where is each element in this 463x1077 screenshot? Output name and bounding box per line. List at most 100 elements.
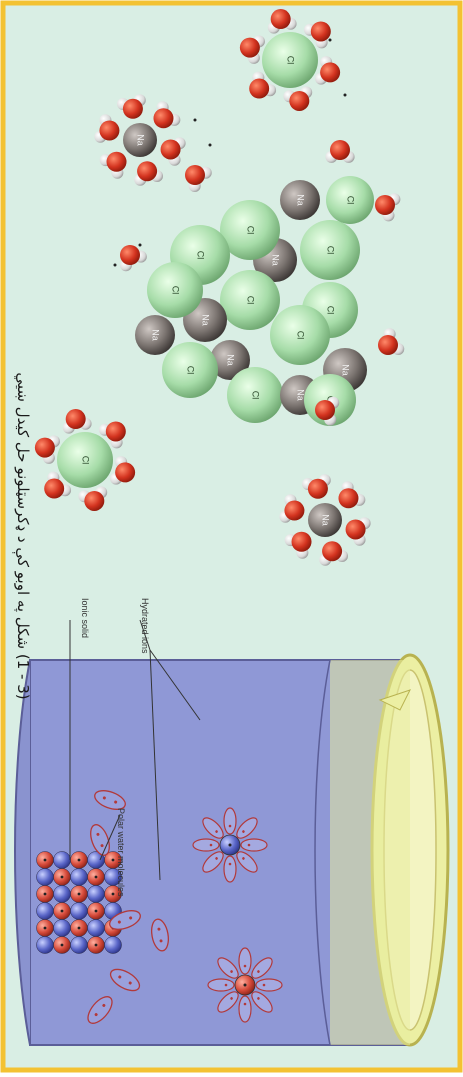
water-molecule xyxy=(338,481,366,509)
ion-label: Cl xyxy=(246,296,256,305)
water-molecule xyxy=(78,486,108,511)
polar-water-molecule xyxy=(94,790,126,810)
water-molecule xyxy=(134,161,164,186)
ion-label: Cl xyxy=(246,226,256,235)
oxygen-atom xyxy=(120,245,140,265)
ion-label: Na xyxy=(321,514,331,526)
water-molecule xyxy=(62,409,92,434)
water-molecule xyxy=(284,531,312,559)
lattice-chloride xyxy=(53,851,71,869)
oxygen-atom xyxy=(270,9,291,30)
lattice-chloride xyxy=(70,868,88,886)
water-molecule xyxy=(153,101,181,129)
ion-label: Cl xyxy=(186,366,196,375)
water-molecule xyxy=(301,474,331,499)
water-molecule xyxy=(99,151,127,179)
polar-water-molecule xyxy=(109,910,141,930)
oxygen-atom xyxy=(307,478,328,499)
oxygen-atom xyxy=(289,90,310,111)
ion-label: Na xyxy=(136,134,146,146)
chloride-ion: Cl xyxy=(220,270,280,330)
water-molecule xyxy=(315,56,341,85)
dipole-dot xyxy=(208,143,212,147)
leader-lines xyxy=(69,619,201,881)
oxygen-atom xyxy=(239,37,260,58)
water-molecule xyxy=(34,435,60,464)
hydrated-sodium: Na xyxy=(94,94,186,186)
water-molecule xyxy=(267,9,297,34)
free-water-molecule xyxy=(378,328,405,356)
lattice-chloride xyxy=(87,885,105,903)
water-molecule xyxy=(110,456,136,485)
oxygen-atom xyxy=(378,335,398,355)
lattice-chloride xyxy=(87,919,105,937)
hydrated-chloride-beaker xyxy=(192,807,268,883)
water-molecule xyxy=(94,114,120,143)
oxygen-atom xyxy=(34,437,55,458)
water-molecule xyxy=(98,421,126,449)
ion-label: Cl xyxy=(196,251,206,260)
label-polar-water-molecules: Polar water molecules xyxy=(116,808,126,897)
water-molecule xyxy=(283,86,313,111)
free-water-molecule xyxy=(375,193,401,222)
oxygen-atom xyxy=(338,488,359,509)
lattice-chloride xyxy=(70,902,88,920)
polar-water-molecule xyxy=(90,824,110,856)
label-ionic-solid: Ionic solid xyxy=(80,598,90,638)
ion-label: Cl xyxy=(171,286,181,295)
oxygen-atom xyxy=(99,120,120,141)
lattice-chloride xyxy=(53,919,71,937)
water-molecule xyxy=(303,21,331,49)
oxygen-atom xyxy=(284,500,305,521)
chloride-ion: Cl xyxy=(162,342,218,398)
polar-water-molecule xyxy=(109,968,141,992)
chloride-ion: Cl xyxy=(147,262,203,318)
sodium-ion: Na xyxy=(135,315,175,355)
oxygen-atom xyxy=(160,139,181,160)
water-molecule xyxy=(279,494,305,523)
sodium-ion: Na xyxy=(210,340,250,380)
ion-label: Cl xyxy=(326,246,336,255)
ionic-solid-lattice xyxy=(36,851,122,954)
chloride-ion: Cl xyxy=(57,432,113,488)
ion-label: Cl xyxy=(346,196,356,205)
oxygen-atom xyxy=(310,21,331,42)
dipole-dot xyxy=(328,38,332,42)
hydrated-chloride: Cl xyxy=(239,9,341,111)
lattice-chloride xyxy=(36,902,54,920)
ion-label: Cl xyxy=(286,56,296,65)
ion-label: Na xyxy=(151,329,161,341)
hydrated-sodium: Na xyxy=(279,474,371,566)
dipole-dot xyxy=(138,243,142,247)
oxygen-atom xyxy=(115,462,136,483)
oxygen-atom xyxy=(320,62,341,83)
ion-label: Na xyxy=(226,354,236,366)
oxygen-atom xyxy=(249,78,270,99)
label-hydrated-ions: Hydrated ions xyxy=(140,598,150,654)
polar-water-molecule xyxy=(87,996,113,1024)
oxygen-atom xyxy=(84,490,105,511)
polar-water-molecules-group xyxy=(87,790,170,1024)
oxygen-atom xyxy=(65,409,86,430)
water-molecule xyxy=(116,94,146,119)
ion-label: Na xyxy=(296,194,306,206)
ion-label: Cl xyxy=(296,331,306,340)
oxygen-atom xyxy=(44,478,65,499)
dipole-dot xyxy=(193,118,197,122)
water-molecule xyxy=(345,517,371,546)
free-water-molecule xyxy=(185,165,212,192)
free-water-molecule xyxy=(325,140,355,163)
oxygen-atom xyxy=(322,541,343,562)
dipole-dot xyxy=(113,263,117,267)
water-molecule xyxy=(249,71,277,99)
chloride-ion: Cl xyxy=(270,305,330,365)
oxygen-atom xyxy=(375,195,395,215)
beaker-bottom xyxy=(14,659,31,1046)
ion-label: Cl xyxy=(251,391,261,400)
chloride-ion: Cl xyxy=(227,367,283,423)
lattice-chloride xyxy=(70,936,88,954)
water-molecule xyxy=(160,137,186,166)
lattice-chloride xyxy=(104,936,122,954)
